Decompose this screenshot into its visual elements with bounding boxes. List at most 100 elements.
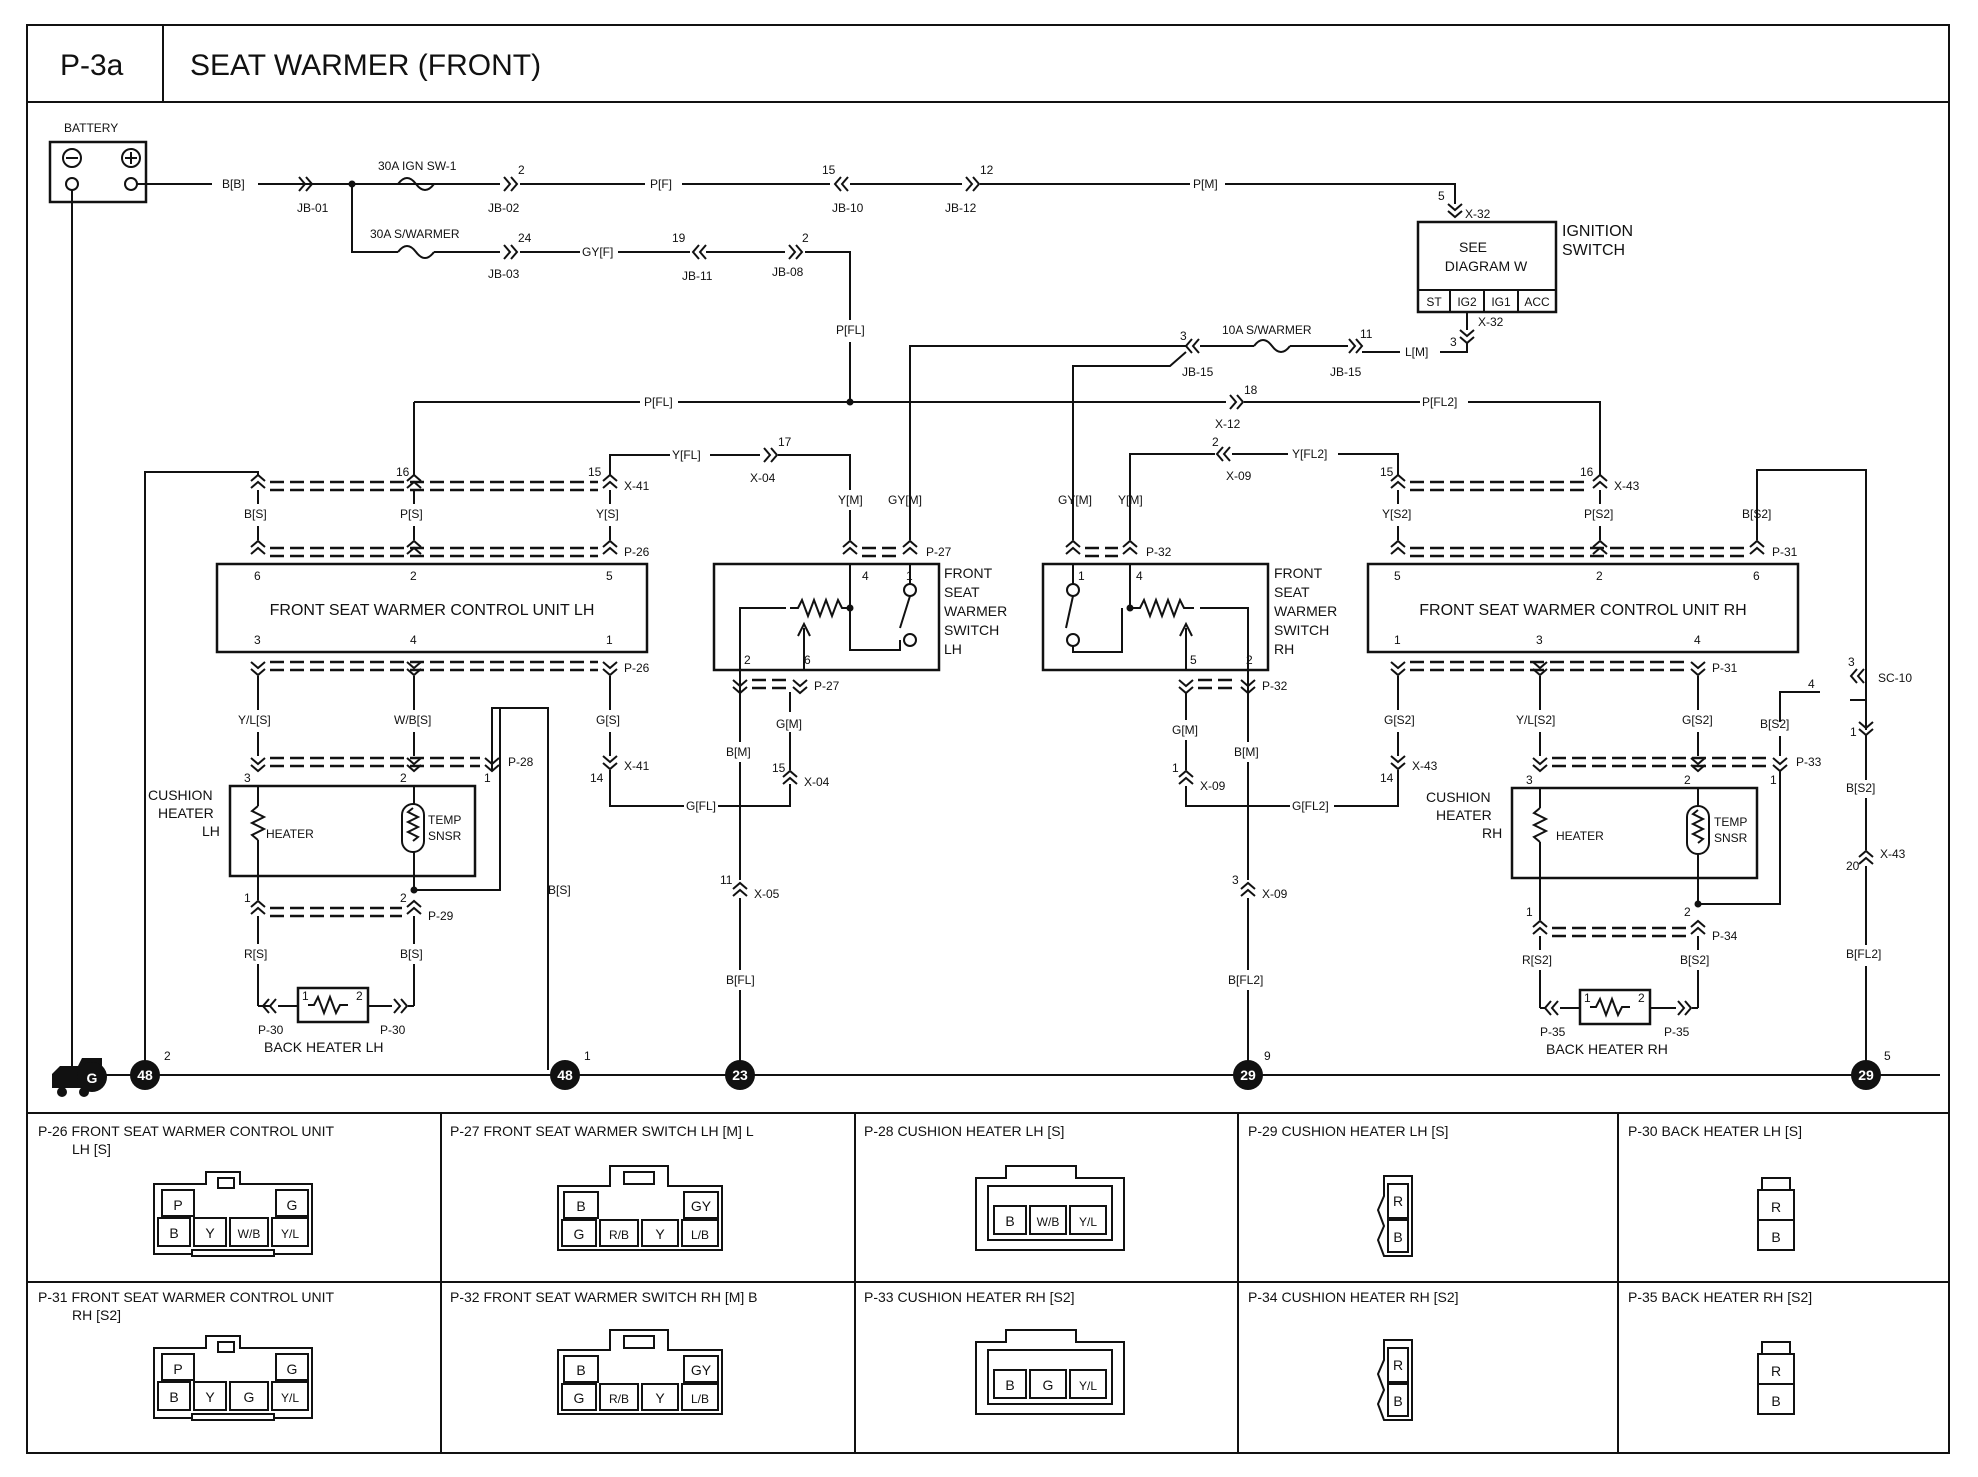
p27-pin-y: Y: [655, 1226, 665, 1242]
wire-yfl: Y[FL]: [672, 448, 701, 462]
heater-lh-label: HEATER: [266, 827, 314, 841]
svg-text:16: 16: [1580, 465, 1594, 479]
temp-sensor-rh: [1686, 805, 1710, 855]
cushion-lh-label-3: LH: [202, 823, 220, 839]
ign-term-st: ST: [1426, 295, 1442, 309]
back-heater-lh-label: BACK HEATER LH: [264, 1039, 384, 1055]
svg-text:1: 1: [1770, 773, 1777, 787]
svg-text:4: 4: [1694, 633, 1701, 647]
switch-lh-label-4: SWITCH: [944, 622, 999, 638]
switch-rh-label-1: FRONT: [1274, 565, 1323, 581]
svg-text:3: 3: [1232, 873, 1239, 887]
p29-pin-b: B: [1393, 1229, 1402, 1245]
wire-pm: P[M]: [1193, 177, 1218, 191]
svg-text:2: 2: [356, 989, 363, 1003]
conn-p31-bottom: P-31: [1712, 661, 1738, 675]
table-p30-title: P-30 BACK HEATER LH [S]: [1628, 1123, 1802, 1139]
wire-gs2: G[S2]: [1384, 713, 1415, 727]
svg-text:4: 4: [862, 569, 869, 583]
svg-text:2: 2: [1246, 653, 1253, 667]
wire-bm-lh: B[M]: [726, 745, 751, 759]
ign-term-acc: ACC: [1524, 295, 1550, 309]
conn-x09-mid: X-09: [1200, 779, 1226, 793]
fuse-ign-label: 30A IGN SW-1: [378, 159, 457, 173]
outer-frame: [26, 24, 1950, 1454]
wire-bfl2-mid: B[FL2]: [1228, 973, 1263, 987]
p33-pin-g: G: [1043, 1377, 1054, 1393]
p30-pin-r: R: [1771, 1199, 1781, 1215]
switch-lh-label-1: FRONT: [944, 565, 993, 581]
wire-yfl2: Y[FL2]: [1292, 447, 1327, 461]
svg-text:2: 2: [1684, 773, 1691, 787]
switch-lh-label-5: LH: [944, 641, 962, 657]
wire-gfl2: G[FL2]: [1292, 799, 1329, 813]
wire-gym-lh: GY[M]: [888, 493, 922, 507]
p31-pin-g: G: [287, 1361, 298, 1377]
svg-text:5: 5: [1438, 189, 1445, 203]
wire-bs2-mid: B[S2]: [1760, 717, 1789, 731]
p35-pin-b: B: [1771, 1393, 1780, 1409]
ign-term-ig1: IG1: [1491, 295, 1511, 309]
conn-jb03: JB-03: [488, 267, 520, 281]
p29-pin-r: R: [1393, 1193, 1403, 1209]
conn-p33: P-33: [1796, 755, 1822, 769]
temp-snsr-rh-1: TEMP: [1714, 815, 1747, 829]
wire-rs-lh: R[S]: [244, 947, 267, 961]
wire-ys2: Y[S2]: [1382, 507, 1411, 521]
table-p26-title: P-26 FRONT SEAT WARMER CONTROL UNIT: [38, 1123, 335, 1139]
p27-pin-gy: GY: [691, 1198, 712, 1214]
ground-g: G: [87, 1070, 98, 1086]
control-unit-lh-label: FRONT SEAT WARMER CONTROL UNIT LH: [270, 602, 595, 619]
svg-text:1: 1: [1172, 761, 1179, 775]
conn-p35-right: P-35: [1664, 1025, 1690, 1039]
cushion-rh-label-2: HEATER: [1436, 807, 1492, 823]
svg-text:11: 11: [720, 873, 733, 887]
cushion-lh-label-2: HEATER: [158, 805, 214, 821]
connector-p32: B GY G R/B Y L/B: [557, 1329, 723, 1415]
table-p26-sub: LH [S]: [72, 1141, 111, 1157]
conn-jb12: JB-12: [945, 201, 977, 215]
wire-bb: B[B]: [222, 177, 245, 191]
p35-pin-r: R: [1771, 1363, 1781, 1379]
heater-rh-label: HEATER: [1556, 829, 1604, 843]
wire-bfl: B[FL]: [726, 973, 755, 987]
seat-warmer-switch-lh: [712, 562, 941, 672]
svg-text:15: 15: [588, 465, 602, 479]
switch-rh-label-2: SEAT: [1274, 584, 1310, 600]
svg-text:1: 1: [244, 891, 251, 905]
see-diagram-2: DIAGRAM W: [1445, 258, 1528, 274]
conn-p26-top: P-26: [624, 545, 650, 559]
page-title: SEAT WARMER (FRONT): [190, 49, 541, 82]
p26-pin-y: Y: [205, 1225, 215, 1241]
ign-term-ig2: IG2: [1457, 295, 1477, 309]
conn-x04-bottom: X-04: [804, 775, 830, 789]
svg-text:2: 2: [400, 891, 407, 905]
ignition-switch: [1416, 220, 1558, 314]
p33-pin-yl: Y/L: [1079, 1379, 1097, 1393]
svg-text:1: 1: [1584, 991, 1591, 1005]
wire-ym-lh: Y[M]: [838, 493, 863, 507]
wire-pfl: P[FL]: [836, 323, 865, 337]
wire-gym-rh: GY[M]: [1058, 493, 1092, 507]
p30-pin-b: B: [1771, 1229, 1780, 1245]
svg-text:15: 15: [772, 761, 786, 775]
p31-pin-yl: Y/L: [281, 1391, 299, 1405]
p26-pin-b: B: [169, 1225, 178, 1241]
conn-x32-top: X-32: [1465, 207, 1491, 221]
svg-text:6: 6: [254, 569, 261, 583]
switch-lh-label-2: SEAT: [944, 584, 980, 600]
conn-p29: P-29: [428, 909, 454, 923]
connector-p29: R B: [1376, 1175, 1413, 1257]
wire-ys-lh: Y[S]: [596, 507, 619, 521]
p31-pin-b: B: [169, 1389, 178, 1405]
svg-text:3: 3: [1180, 329, 1187, 343]
temp-sensor-lh: [401, 803, 425, 853]
conn-x43-mid: X-43: [1412, 759, 1438, 773]
wire-rs2: R[S2]: [1522, 953, 1552, 967]
table-p29-title: P-29 CUSHION HEATER LH [S]: [1248, 1123, 1448, 1139]
fuse-swarmer: [397, 245, 435, 259]
seat-warmer-switch-rh: [1041, 562, 1270, 672]
svg-text:9: 9: [1264, 1049, 1271, 1063]
table-p32-title: P-32 FRONT SEAT WARMER SWITCH RH [M] B: [450, 1289, 758, 1305]
conn-jb10: JB-10: [832, 201, 864, 215]
